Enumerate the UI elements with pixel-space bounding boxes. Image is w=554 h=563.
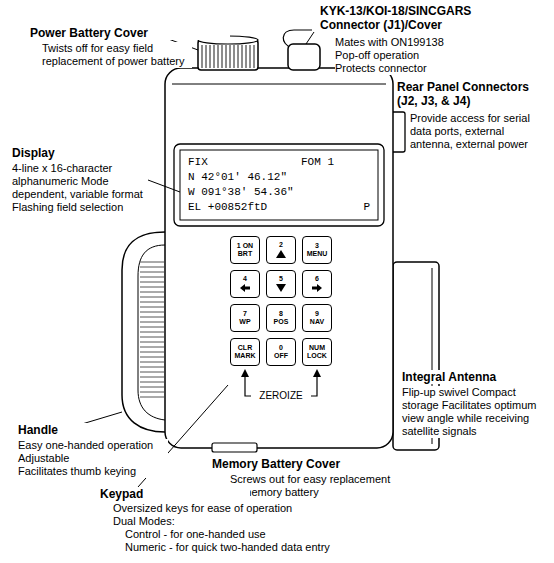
arrow-key-symbol xyxy=(311,283,323,293)
callout-text: Twists off for easy field replacement of… xyxy=(42,42,192,68)
key-legend: 7 xyxy=(243,310,247,318)
key-legend: OFF xyxy=(274,352,288,360)
display-row: N 42°01' 46.12" xyxy=(188,170,370,185)
display-field: W 091°38' 54.36" xyxy=(188,185,294,200)
j1-connector-cover xyxy=(288,44,320,70)
arrow-glyph xyxy=(312,284,322,292)
arrow-glyph xyxy=(276,250,286,258)
key-legend: 4 xyxy=(243,275,247,283)
key-legend: 6 xyxy=(315,275,319,283)
key-legend: 0 xyxy=(279,344,283,352)
keypad-key: CLRMARK xyxy=(230,338,260,366)
callout-text: Provide access for serial data ports, ex… xyxy=(410,112,548,151)
callout-heading: Handle xyxy=(18,423,118,437)
knob-ridges xyxy=(202,45,254,68)
callout-heading: Memory Battery Cover xyxy=(212,457,412,471)
keypad-key: 2 xyxy=(266,236,296,264)
arrow-key-symbol xyxy=(275,283,287,293)
display-field: FIX xyxy=(188,155,208,170)
key-legend: POS xyxy=(274,318,289,326)
key-legend: MARK xyxy=(235,352,256,360)
callout-heading: Display xyxy=(12,146,132,160)
arrow-glyph xyxy=(276,284,286,292)
key-legend: 2 xyxy=(279,241,283,249)
arrow-glyph xyxy=(240,284,250,292)
callout-text: Adjustable xyxy=(18,452,168,465)
display-row: FIX FOM 1 xyxy=(188,155,370,170)
key-legend: NAV xyxy=(310,318,324,326)
callout-heading: Power Battery Cover xyxy=(30,26,230,40)
arrow-key-symbol xyxy=(239,283,251,293)
key-legend: WP xyxy=(239,318,250,326)
key-legend: 1 ON xyxy=(237,242,253,250)
key-legend: CLR xyxy=(238,344,252,352)
memory-battery-cover xyxy=(212,443,257,452)
handle-inner xyxy=(138,245,165,420)
callout-heading: KYK-13/KOI-18/SINCGARS Connector (J1)/Co… xyxy=(320,4,512,32)
key-legend: BRT xyxy=(238,250,252,258)
arrow-key-symbol xyxy=(275,249,287,259)
key-legend: 9 xyxy=(315,310,319,318)
callout-text: Mates with ON199138 xyxy=(335,36,535,49)
callout-text: Flip-up swivel Compact storage Facilitat… xyxy=(402,386,548,438)
callout-text: Pop-off operation xyxy=(335,49,535,62)
keypad-key: 3MENU xyxy=(302,236,332,264)
zeroize-label: ZEROIZE xyxy=(251,389,311,402)
device-body xyxy=(165,68,393,448)
display-field: P xyxy=(363,200,370,215)
keypad-key: 6 xyxy=(302,270,332,298)
callout-text: Dual Modes: xyxy=(113,515,413,528)
callout-heading: Rear Panel Connectors (J2, J3, & J4) xyxy=(397,80,549,108)
callout-text: Control - for one-handed use xyxy=(125,528,425,541)
keypad-key: 1 ONBRT xyxy=(230,236,260,264)
display-screen: FIX FOM 1 N 42°01' 46.12"W 091°38' 54.36"E… xyxy=(184,153,374,217)
keypad-key: 9NAV xyxy=(302,304,332,332)
keypad-key: 0OFF xyxy=(266,338,296,366)
display-field: EL +00852ftD xyxy=(188,200,267,215)
keypad-key: NUM LOCK xyxy=(302,338,332,366)
handle-ribs xyxy=(140,262,164,397)
handle-outline xyxy=(122,232,165,432)
display-window xyxy=(180,150,378,220)
display-row: EL +00852ftD P xyxy=(188,200,370,215)
body-top-line xyxy=(172,84,386,85)
callout-text: Oversized keys for ease of operation xyxy=(113,502,413,515)
callout-heading: Keypad xyxy=(100,487,250,501)
keypad-key: 7WP xyxy=(230,304,260,332)
callout-text: Facilitates thumb keying xyxy=(18,465,168,478)
key-legend: 3 xyxy=(315,242,319,250)
display-bezel xyxy=(174,144,384,226)
keypad-key: 8POS xyxy=(266,304,296,332)
key-legend: 8 xyxy=(279,310,283,318)
callout-text: Numeric - for quick two-handed data entr… xyxy=(125,541,425,554)
keypad-key: 5 xyxy=(266,270,296,298)
callout-text: 4-line x 16-character alphanumeric Mode … xyxy=(12,162,147,214)
display-field: FOM 1 xyxy=(301,155,334,170)
display-field: N 42°01' 46.12" xyxy=(188,170,287,185)
key-legend: NUM LOCK xyxy=(304,344,330,360)
callout-text: Easy one-handed operation xyxy=(18,439,168,452)
callout-heading: Integral Antenna xyxy=(402,370,548,384)
key-legend: 5 xyxy=(279,275,283,283)
leader-lines xyxy=(62,32,314,487)
keypad-key: 4 xyxy=(230,270,260,298)
zeroize-arrowheads xyxy=(241,369,321,377)
key-legend: MENU xyxy=(307,250,328,258)
callout-text: Protects connector xyxy=(335,62,535,75)
callout-text: Screws out for easy replacement of memor… xyxy=(230,473,392,499)
display-row: W 091°38' 54.36" xyxy=(188,185,370,200)
